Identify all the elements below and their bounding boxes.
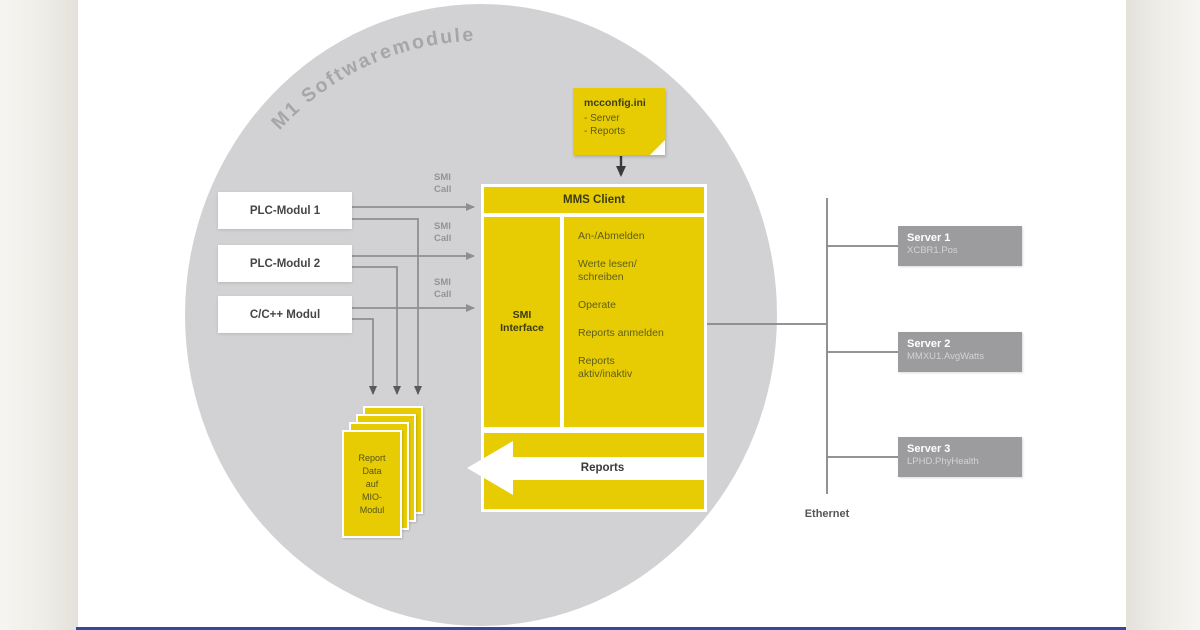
- report-path-line-3: [352, 318, 377, 395]
- folded-corner-icon: [650, 140, 665, 155]
- report-path-line-1: [352, 218, 422, 395]
- mms-function-werte: Werte lesen/ schreiben: [578, 258, 637, 283]
- server-1-object: XCBR1.Pos: [907, 245, 958, 256]
- mms-function-operate: Operate: [578, 299, 616, 311]
- c-cpp-modul-box: C/C++ Modul: [218, 296, 352, 333]
- mms-function-list: An-/Abmelden Werte lesen/ schreiben Oper…: [564, 217, 704, 427]
- mms-client-box: MMS Client SMI Interface An-/Abmelden We…: [481, 184, 707, 430]
- config-note-item-reports: - Reports: [584, 126, 626, 137]
- server-3-box: Server 3 LPHD.PhyHealth: [898, 437, 1022, 477]
- mms-function-reports-aktiv: Reports aktiv/inaktiv: [578, 355, 633, 380]
- mms-function-anmelden: An-/Abmelden: [578, 230, 645, 242]
- mms-function-reports-anmelden: Reports anmelden: [578, 327, 664, 339]
- page-right-edge: [1126, 0, 1200, 630]
- smi-interface-panel: SMI Interface: [484, 217, 560, 427]
- server-2-box: Server 2 MMXU1.AvgWatts: [898, 332, 1022, 372]
- page-left-edge: [0, 0, 78, 630]
- bottom-accent-line: [76, 627, 1126, 630]
- server-3-object: LPHD.PhyHealth: [907, 456, 979, 467]
- ethernet-label: Ethernet: [804, 508, 850, 520]
- smi-call-label-3: SMI Call: [434, 277, 452, 300]
- smi-call-label-2: SMI Call: [434, 221, 452, 244]
- plc-modul-1-box: PLC-Modul 1: [218, 192, 352, 229]
- report-path-line-2: [352, 266, 401, 395]
- server-2-name: Server 2: [907, 338, 951, 350]
- smi-call-label-1: SMI Call: [434, 172, 452, 195]
- server-3-name: Server 3: [907, 443, 951, 455]
- c-cpp-modul-label: C/C++ Modul: [249, 308, 321, 321]
- plc-modul-2-box: PLC-Modul 2: [218, 245, 352, 282]
- reports-arrow-label: Reports: [580, 462, 625, 474]
- server-1-box: Server 1 XCBR1.Pos: [898, 226, 1022, 266]
- plc-modul-2-label: PLC-Modul 2: [249, 257, 321, 270]
- mms-client-header: MMS Client: [484, 187, 704, 213]
- config-note-item-server: - Server: [584, 113, 620, 124]
- report-card-front: Report Data auf MIO- Modul: [342, 430, 402, 538]
- server-1-name: Server 1: [907, 232, 951, 244]
- plc-modul-1-label: PLC-Modul 1: [249, 204, 321, 217]
- config-note: mcconfig.ini - Server - Reports: [573, 88, 665, 155]
- config-note-title: mcconfig.ini: [584, 97, 646, 109]
- server-2-object: MMXU1.AvgWatts: [907, 351, 985, 362]
